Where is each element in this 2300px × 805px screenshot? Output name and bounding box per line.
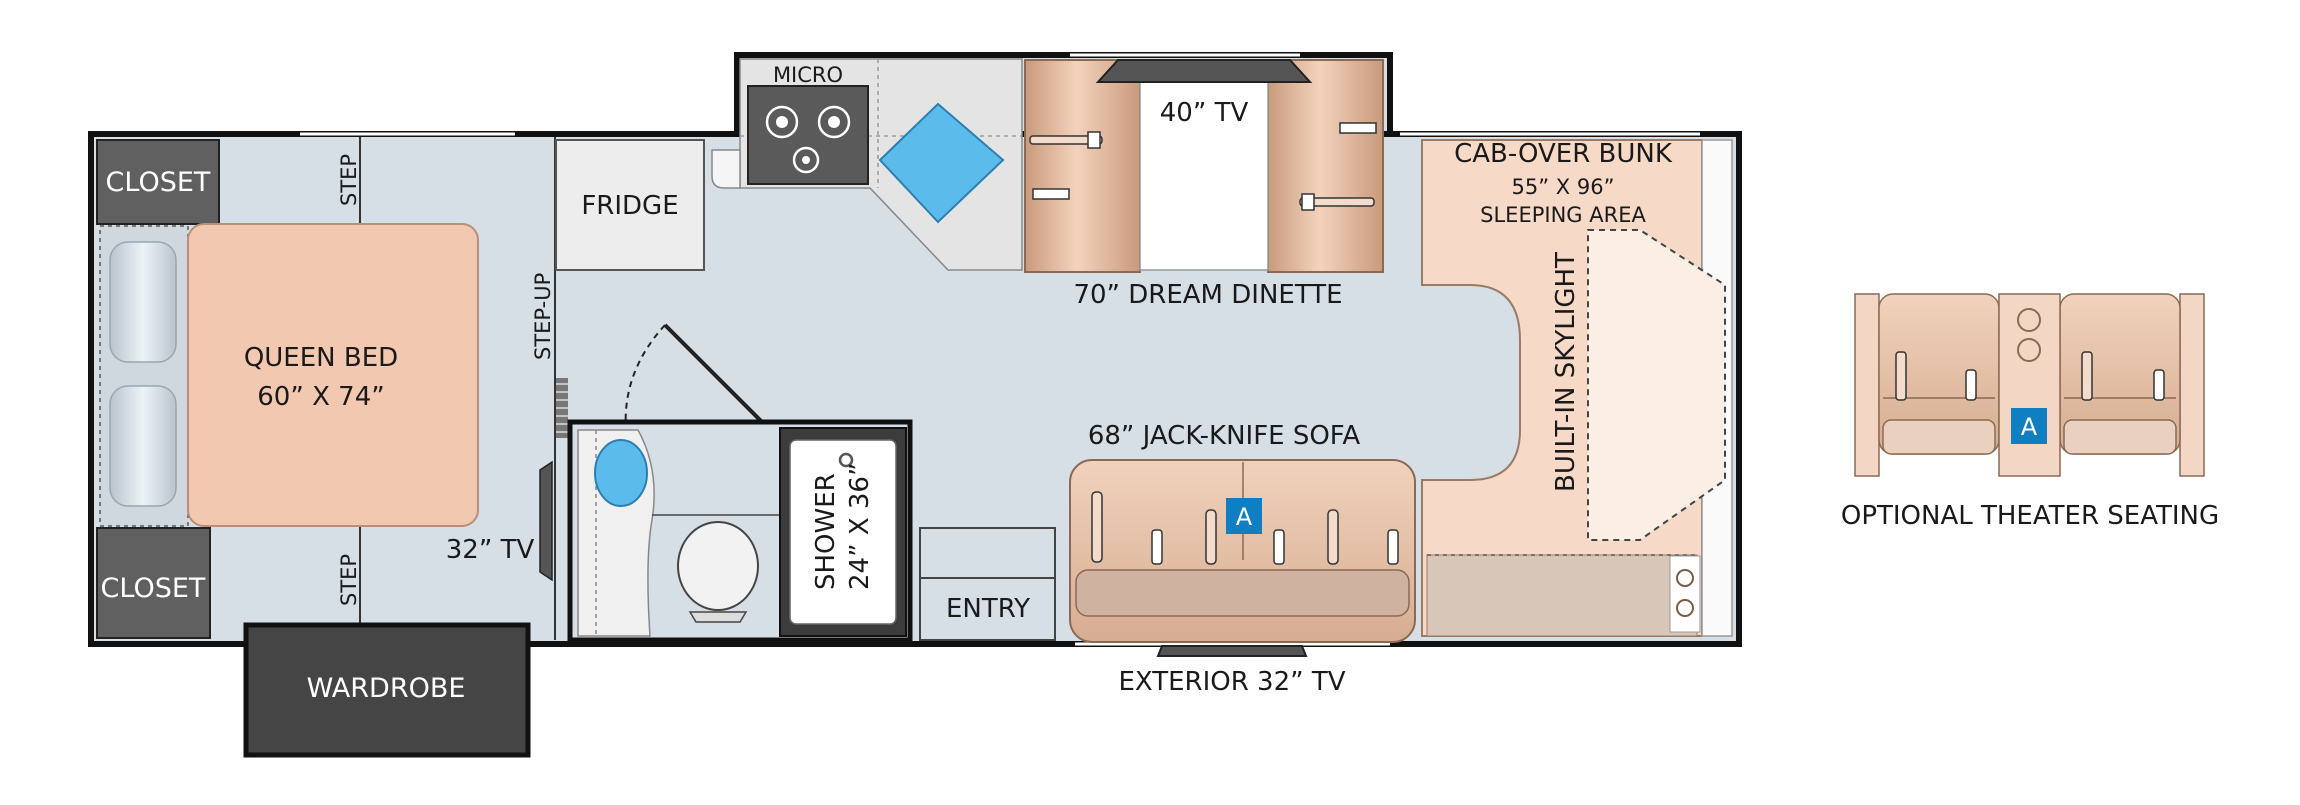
seatbelt-icon [1273, 529, 1285, 565]
dinette[interactable]: 70” DREAM DINETTE [1024, 59, 1384, 310]
seatbelt-icon [1339, 122, 1377, 134]
closet-bottom-label: CLOSET [101, 573, 206, 604]
cupholder-icon [2017, 338, 2041, 362]
theater-footrest-right [2063, 419, 2177, 455]
theater-badge-label: A [2021, 413, 2038, 441]
cupholder-icon [1676, 599, 1694, 617]
theater-arm-left [1854, 293, 1880, 477]
step-up-ridges [556, 378, 568, 438]
sofa-badge-label: A [1236, 503, 1253, 531]
burner-icon [802, 156, 810, 164]
wardrobe-label: WARDROBE [307, 673, 466, 704]
seatbelt-icon [1087, 131, 1101, 149]
tv32-label: 32” TV [446, 535, 535, 565]
dinette-tv[interactable]: 40” TV [1095, 59, 1313, 128]
bathroom: SHOWER 24” X 36” [567, 419, 913, 643]
door-swing-icon [624, 324, 666, 431]
seatbelt-icon [1029, 135, 1103, 145]
step-up-label: STEP-UP [531, 273, 555, 360]
burner-icon [765, 105, 799, 139]
cabover-size: 55” X 96” [1512, 175, 1615, 199]
theater-label: OPTIONAL THEATER SEATING [1841, 501, 2219, 531]
queen-bed-size: 60” X 74” [257, 382, 384, 412]
theater-footrest-left [1882, 419, 1996, 455]
seatbelt-icon [1327, 509, 1339, 565]
bath-sink[interactable] [594, 439, 648, 507]
tv40-label: 40” TV [1160, 98, 1249, 128]
dinette-table [1139, 59, 1269, 271]
shower-size: 24” X 36” [845, 463, 875, 590]
burner-icon [792, 146, 820, 174]
burner-icon [817, 105, 851, 139]
seatbelt-icon [1299, 197, 1375, 207]
cab-cupholders [1669, 555, 1701, 633]
bedroom-tv[interactable]: 32” TV [446, 460, 553, 582]
sofa-option-badge[interactable] [1226, 498, 1262, 534]
theater-option-badge[interactable] [2011, 408, 2047, 444]
seatbelt-icon [1151, 529, 1163, 565]
shower-drain-icon [838, 452, 854, 468]
pillow-top [109, 241, 177, 363]
cabover-title: CAB-OVER BUNK [1454, 139, 1673, 169]
entry-label: ENTRY [946, 594, 1030, 624]
seatbelt-icon [1895, 351, 1907, 401]
kitchen-sink[interactable] [878, 102, 1005, 224]
cabover-area: SLEEPING AREA [1480, 203, 1646, 227]
cupholder-icon [2017, 308, 2041, 332]
micro-label: MICRO [773, 63, 843, 87]
closet-bottom[interactable]: CLOSET [96, 527, 211, 639]
cab-floor-step [1426, 554, 1698, 637]
dinette-bench-left [1024, 59, 1141, 273]
queen-bed[interactable]: QUEEN BED 60” X 74” [99, 223, 479, 527]
seatbelt-icon [2153, 369, 2165, 401]
seatbelt-icon [1091, 491, 1103, 563]
bath-door[interactable] [663, 323, 772, 432]
toilet[interactable] [677, 521, 759, 623]
queen-bed-label: QUEEN BED [244, 343, 398, 373]
bed-mattress [187, 223, 479, 527]
cab-over-bunk[interactable]: CAB-OVER BUNK 55” X 96” SLEEPING AREA BU… [1421, 139, 1733, 637]
seatbelt-icon [1387, 529, 1399, 565]
shower[interactable]: SHOWER 24” X 36” [779, 427, 907, 637]
cooktop[interactable] [747, 85, 869, 185]
closet-top-label: CLOSET [106, 167, 211, 198]
theater-seating[interactable]: A OPTIONAL THEATER SEATING [1841, 293, 2219, 531]
seatbelt-icon [2081, 351, 2093, 401]
seatbelt-icon [1205, 509, 1217, 565]
closet-top[interactable]: CLOSET [96, 139, 220, 225]
exterior-tv[interactable]: EXTERIOR 32” TV [1118, 645, 1346, 697]
seatbelt-icon [1301, 193, 1315, 211]
sofa-label: 68” JACK-KNIFE SOFA [1088, 421, 1361, 451]
shower-label: SHOWER [811, 473, 841, 590]
seatbelt-icon [1032, 188, 1070, 200]
burner-icon [828, 116, 840, 128]
theater-console [1998, 293, 2061, 477]
dinette-bench-right [1267, 59, 1384, 273]
exterior-tv-label: EXTERIOR 32” TV [1118, 667, 1345, 697]
jack-knife-sofa[interactable]: 68” JACK-KNIFE SOFA A [1069, 421, 1416, 643]
burner-icon [776, 116, 788, 128]
seatbelt-icon [1965, 369, 1977, 401]
skylight-outline [1587, 229, 1726, 541]
skylight-label: BUILT-IN SKYLIGHT [1551, 252, 1581, 492]
wardrobe[interactable]: WARDROBE [243, 622, 531, 758]
fridge-label: FRIDGE [581, 191, 678, 221]
sofa-front-cushion [1075, 569, 1410, 617]
entry[interactable]: ENTRY [919, 527, 1056, 641]
step-top-label: STEP [337, 154, 361, 206]
fridge[interactable]: FRIDGE [555, 139, 705, 271]
cupholder-icon [1676, 569, 1694, 587]
step-bottom-label: STEP [337, 554, 361, 606]
slide-out-wall [734, 52, 1393, 137]
theater-arm-right [2179, 293, 2205, 477]
pillow-bottom [109, 385, 177, 507]
dinette-label: 70” DREAM DINETTE [1073, 280, 1342, 310]
